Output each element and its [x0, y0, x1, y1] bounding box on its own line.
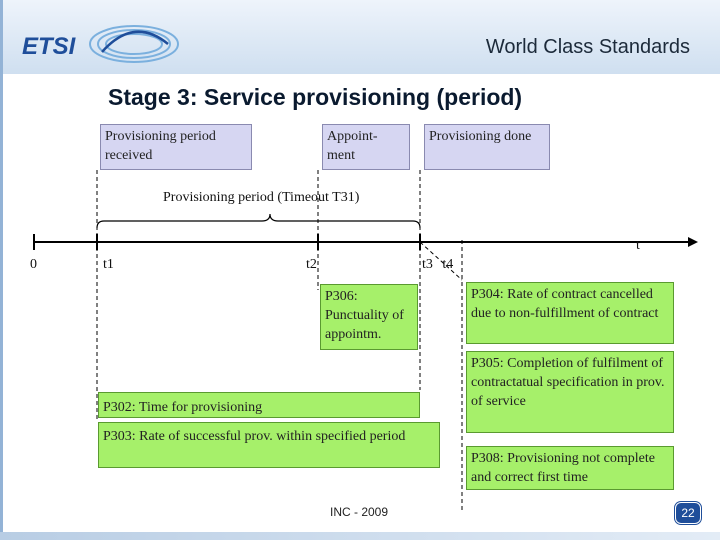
- metric-p303: P303: Rate of successful prov. within sp…: [98, 422, 440, 468]
- event-provisioning-done: Provisioning done: [424, 124, 550, 170]
- t3-t4-link: [419, 241, 463, 281]
- footer-text: INC - 2009: [330, 505, 389, 519]
- slide-title: Stage 3: Service provisioning (period): [108, 84, 523, 110]
- axis-label-t3-t4: t3 t4: [422, 257, 454, 272]
- axis-label-t: t: [636, 238, 640, 253]
- page-number-badge: 22: [675, 502, 701, 524]
- metric-p304: P304: Rate of contract cancelled due to …: [466, 282, 674, 344]
- logo-text: ETSI: [22, 33, 77, 60]
- axis-label-t1: t1: [103, 257, 114, 272]
- metric-p305: P305: Completion of fulfilment of contra…: [466, 351, 674, 433]
- metric-p302: P302: Time for provisioning: [98, 392, 420, 418]
- event-provisioning-received: Provisioning period received: [100, 124, 252, 170]
- axis-arrow: [688, 237, 698, 247]
- left-accent-bar: [0, 0, 3, 540]
- brand-tagline: World Class Standards: [485, 36, 690, 58]
- timeout-label: Provisioning period (Timeout T31): [163, 190, 360, 205]
- timeout-brace: [96, 213, 421, 229]
- axis-label-t2: t2: [306, 257, 317, 272]
- metric-p308: P308: Provisioning not complete and corr…: [466, 446, 674, 490]
- axis-label-0: 0: [30, 257, 37, 272]
- event-appointment: Appoint-ment: [322, 124, 410, 170]
- etsi-logo: ETSI: [22, 25, 179, 63]
- footer-band: [0, 532, 720, 540]
- metric-p306: P306: Punctuality of appointm.: [320, 284, 418, 350]
